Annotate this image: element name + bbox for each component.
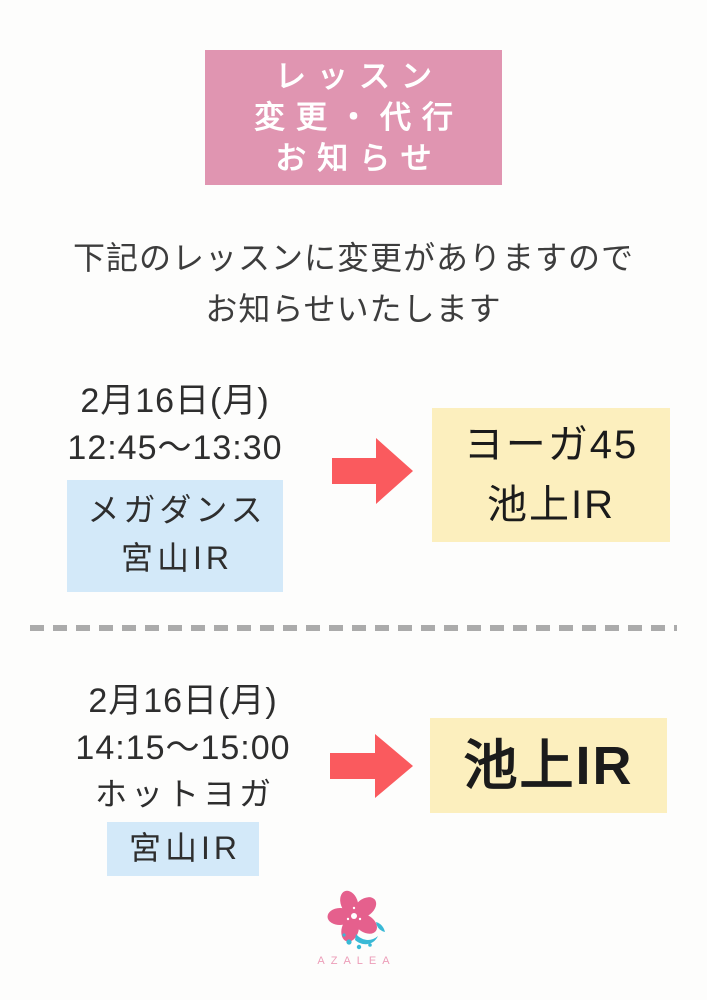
right-arrow-icon: [330, 734, 413, 798]
change-1-original-highlight: メガダンス 宮山IR: [67, 480, 283, 592]
change-2-lesson-name: ホットヨガ: [94, 776, 275, 812]
brand-name: AZALEA: [317, 955, 396, 967]
change-1-date: 2月16日(月): [80, 382, 270, 420]
change-1-time: 12:45〜13:30: [67, 429, 283, 467]
footer-logo: AZALEA: [0, 890, 707, 967]
right-arrow-icon: [332, 438, 413, 504]
change-1-new-lesson: ヨーガ45: [463, 423, 639, 467]
azalea-flower-logo-icon: [327, 890, 385, 950]
change-2-time: 14:15〜15:00: [75, 729, 291, 767]
banner-title-line: お知らせ: [275, 141, 443, 176]
change-2-replacement-box: 池上IR: [430, 718, 667, 813]
intro-line-2: お知らせいたします: [205, 291, 502, 327]
change-1-original-instructor: 宮山IR: [120, 540, 233, 576]
change-1-new-instructor: 池上IR: [487, 483, 615, 527]
dashed-divider: [30, 625, 677, 631]
change-2-new-instructor: 池上IR: [463, 735, 634, 796]
intro-line-1: 下記のレッスンに変更がありますので: [72, 240, 634, 276]
change-1-original-info: 2月16日(月) 12:45〜13:30 メガダンス 宮山IR: [25, 378, 325, 592]
intro-text: 下記のレッスンに変更がありますので お知らせいたします: [0, 233, 707, 335]
change-2-date: 2月16日(月): [88, 682, 278, 720]
banner-title-line: レッスン: [275, 59, 443, 94]
change-1-replacement-box: ヨーガ45 池上IR: [432, 408, 670, 542]
title-banner: レッスン 変更・代行 お知らせ: [205, 50, 502, 185]
change-2-original-highlight: 宮山IR: [106, 822, 259, 876]
change-1-original-lesson: メガダンス: [87, 492, 267, 528]
change-2-original-info: 2月16日(月) 14:15〜15:00 ホットヨガ 宮山IR: [33, 678, 333, 876]
banner-title-line: 変更・代行: [254, 100, 464, 135]
change-2-original-instructor: 宮山IR: [128, 830, 241, 866]
